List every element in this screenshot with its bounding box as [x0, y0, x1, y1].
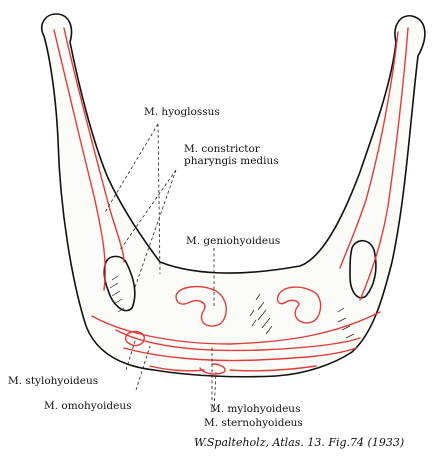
hyoid-bone-outline — [41, 13, 426, 378]
label-hyoglossus: M. hyoglossus — [144, 106, 220, 118]
label-constrictor-line1: M. constrictor — [184, 143, 261, 155]
label-mylohyoideus: M. mylohyoideus — [210, 403, 300, 415]
right-lesser-horn — [349, 239, 377, 299]
hatch-right — [337, 307, 355, 339]
right-horn-attachment — [359, 27, 409, 301]
left-horn-attachment — [53, 29, 106, 291]
label-geniohyoideus: M. geniohyoideus — [186, 235, 280, 247]
body-attachment-bottom — [123, 347, 357, 362]
constrictor-leader — [119, 169, 177, 291]
right-horn-attachment-inner — [339, 31, 399, 269]
omohyoideus-leader — [135, 345, 151, 391]
geniohyoid-right-loop — [276, 286, 322, 324]
figure-caption: W.Spalteholz, Atlas. 13. Fig.74 (1933) — [194, 436, 404, 449]
stylohyoideus-leader — [125, 337, 137, 371]
mylohyoid-loop — [199, 363, 226, 375]
sternohyoid-loop-right — [229, 365, 317, 372]
left-horn-attachment-inner — [63, 27, 125, 263]
body-attachment-mid — [115, 329, 361, 352]
label-sternohyoideus: M. sternohyoideus — [204, 417, 303, 429]
geniohyoid-left-loop — [175, 285, 227, 327]
sternohyoideus-leader — [213, 371, 217, 413]
label-constrictor-line2: pharyngis medius — [184, 155, 279, 167]
sternohyoid-loop-left — [149, 365, 205, 372]
stylohyoid-loop — [124, 330, 145, 347]
hatch-left — [109, 275, 125, 313]
hyoglossus-leader — [103, 123, 161, 275]
hatch-center — [249, 293, 273, 335]
body-attachment-lower — [91, 311, 381, 345]
label-omohyoideus: M. omohyoideus — [44, 400, 132, 412]
label-stylohyoideus: M. stylohyoideus — [8, 375, 98, 387]
